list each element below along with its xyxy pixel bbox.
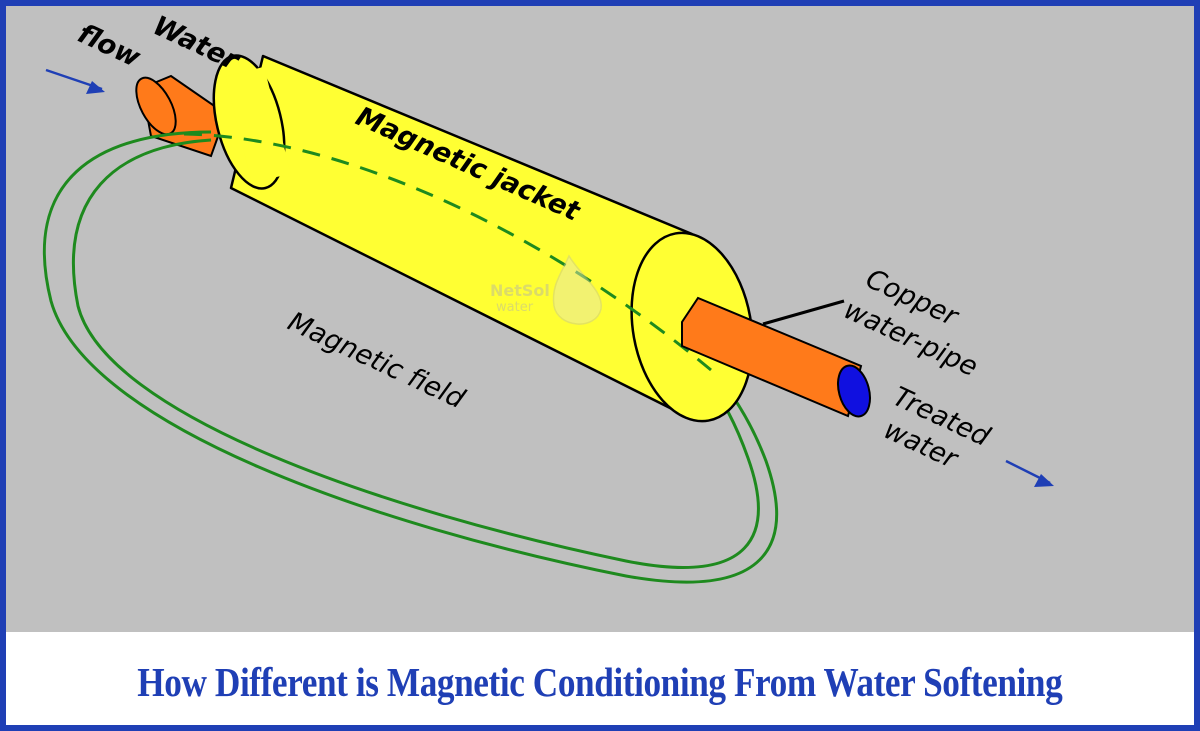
watermark-drop-icon (552, 254, 602, 325)
watermark-brand: NetSol (490, 281, 550, 300)
treated-flow-arrow-icon (1005, 459, 1054, 487)
copper-pipe-leader (762, 299, 845, 326)
watermark-sub: water (496, 300, 534, 315)
outlet-pipe (681, 296, 871, 418)
watermark: NetSol water (490, 254, 602, 325)
flow-arrow-icon (45, 68, 105, 94)
caption-bar: How Different is Magnetic Conditioning F… (6, 632, 1194, 725)
field-line-inside-jacket (183, 132, 712, 372)
diagram-canvas: NetSol water Water flow Magnetic jacket … (6, 6, 1194, 632)
caption-title: How Different is Magnetic Conditioning F… (137, 658, 1063, 705)
pipe-outlet-opening (837, 364, 871, 418)
magnetic-field-lines (42, 130, 779, 584)
